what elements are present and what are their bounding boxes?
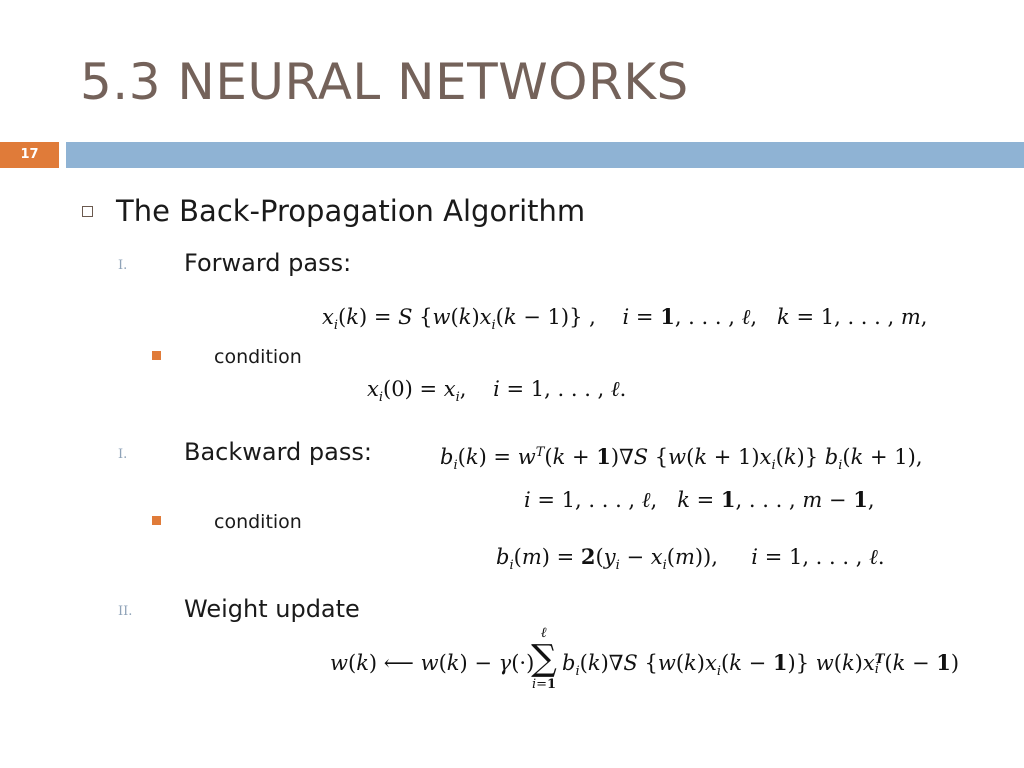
roman-marker: II.: [118, 604, 133, 619]
forward-equation: xi(k) = S {w(k)xi(k − 1)} , i = 1, . . .…: [322, 304, 928, 334]
backward-pass-label: Backward pass:: [184, 438, 372, 466]
slide-title: 5.3 NEURAL NETWORKS: [80, 53, 689, 111]
backward-equation-line1: bi(k) = wT(k + 1)∇S {w(k + 1)xi(k)} bi(k…: [440, 444, 923, 474]
roman-marker: I.: [118, 447, 128, 462]
slide-number-badge: 17: [0, 142, 59, 168]
forward-pass-label: Forward pass:: [184, 249, 352, 277]
condition-label: condition: [214, 511, 302, 533]
backward-equation-line2: i = 1, . . . , ℓ, k = 1, . . . , m − 1,: [524, 487, 875, 512]
hollow-square-bullet-icon: [82, 206, 93, 217]
forward-condition-equation: xi(0) = xi, i = 1, . . . , ℓ.: [367, 377, 627, 406]
summation-symbol: ℓ ∑ i=1: [531, 625, 557, 692]
square-bullet-icon: [152, 351, 161, 360]
roman-marker: I.: [118, 258, 128, 273]
weight-update-equation-left: w(k) ⟵ w(k) − γ(·): [330, 651, 535, 675]
condition-label: condition: [214, 346, 302, 368]
weight-update-label: Weight update: [184, 595, 360, 623]
square-bullet-icon: [152, 516, 161, 525]
header-bar: [66, 142, 1024, 168]
backward-condition-equation: bi(m) = 2(yi − xi(m)), i = 1, . . . , ℓ.: [496, 544, 885, 574]
section-heading: The Back-Propagation Algorithm: [116, 194, 586, 228]
